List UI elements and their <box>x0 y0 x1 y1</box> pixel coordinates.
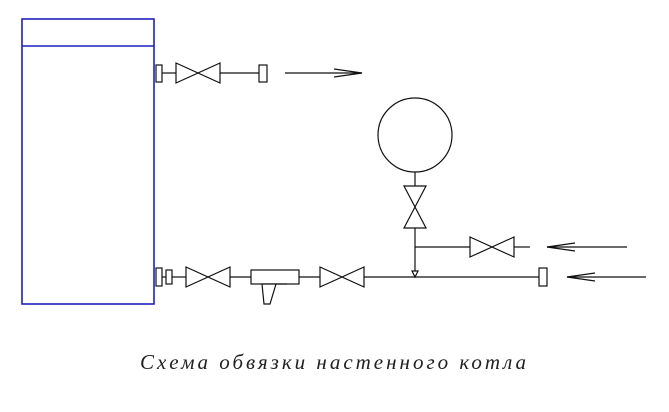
return-end-flange <box>538 267 548 287</box>
tee-junction <box>411 270 419 279</box>
supply-gate-valve-icon <box>175 62 221 84</box>
diagram-caption: Схема обвязки настенного котла <box>139 350 530 374</box>
boiler-return-flange <box>155 267 163 287</box>
y-strainer-icon <box>250 269 300 305</box>
inlet-gate-valve-icon <box>319 266 365 288</box>
supply-flow-arrow-icon <box>285 68 363 78</box>
supply-line <box>155 62 363 84</box>
boiler <box>21 18 155 305</box>
tank-gate-valve-icon <box>403 185 427 229</box>
expansion-branch <box>377 97 453 279</box>
supply-end-flange <box>258 64 268 83</box>
makeup-gate-valve-icon <box>469 236 515 258</box>
return-gate-valve-icon <box>185 266 231 288</box>
makeup-flow-arrow-icon <box>546 242 627 252</box>
return-line <box>155 266 646 305</box>
makeup-branch <box>415 236 627 258</box>
expansion-tank <box>377 97 453 173</box>
return-flow-arrow-icon <box>566 272 646 282</box>
boiler-supply-flange <box>155 64 163 83</box>
